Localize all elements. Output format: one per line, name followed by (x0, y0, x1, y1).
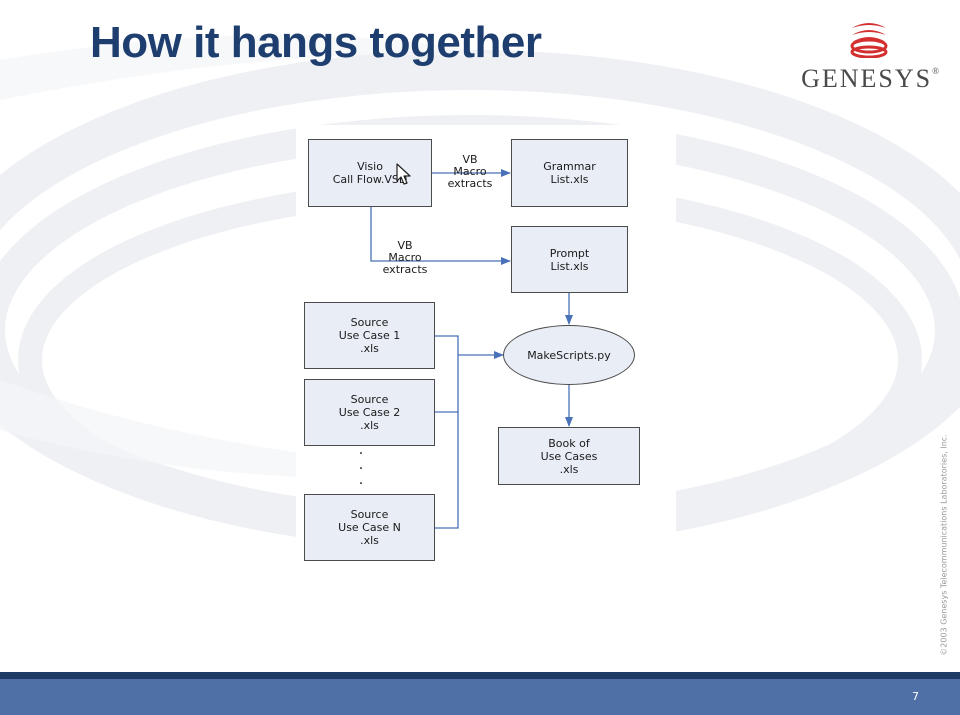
ellipsis-dots: . . . (358, 442, 364, 488)
label-visio-to-prompt: VB Macro extracts (382, 239, 428, 276)
genesys-mark-icon (850, 23, 888, 58)
logo-trademark: ® (932, 66, 939, 76)
footer-top-band (0, 672, 960, 679)
copyright-notice: ©2003 Genesys Telecommunications Laborat… (939, 434, 949, 656)
mouse-pointer-icon (396, 163, 411, 185)
node-visio-call-flow: Visio Call Flow.VSD (308, 139, 432, 207)
slide-title: How it hangs together (90, 18, 542, 67)
node-source-use-case-1: Source Use Case 1 .xls (304, 302, 435, 369)
genesys-logo: GENESYS® (800, 20, 940, 95)
node-makescripts: MakeScripts.py (503, 325, 635, 385)
label-visio-to-grammar: VB Macro extracts (447, 153, 493, 190)
node-book-of-use-cases: Book of Use Cases .xls (498, 427, 640, 485)
page-number: 7 (912, 690, 919, 703)
node-prompt-list: Prompt List.xls (511, 226, 628, 293)
footer-band (0, 679, 960, 715)
logo-text: GENESYS (801, 64, 933, 93)
node-source-use-case-n: Source Use Case N .xls (304, 494, 435, 561)
node-source-use-case-2: Source Use Case 2 .xls (304, 379, 435, 446)
genesys-wordmark: GENESYS® (800, 64, 940, 94)
node-grammar-list: Grammar List.xls (511, 139, 628, 207)
